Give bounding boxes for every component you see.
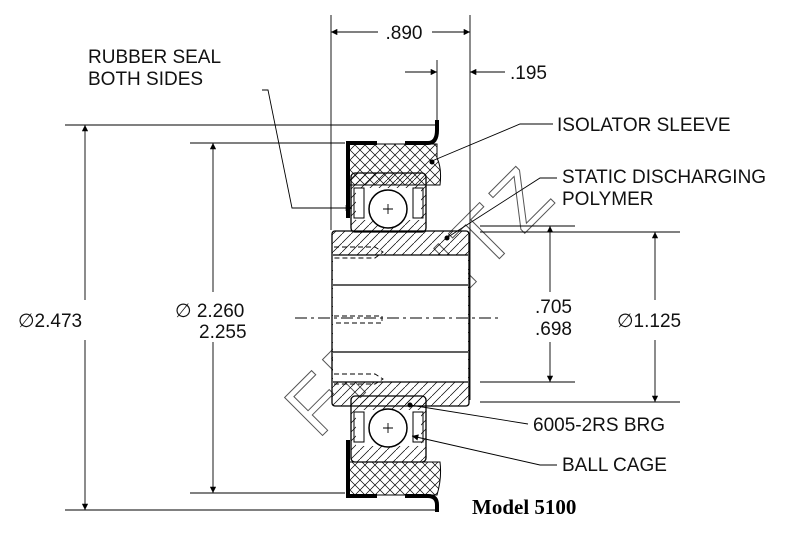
dim-tire-diameter: ∅ 2.260 2.255 [175, 142, 345, 494]
callout-bearing: 6005-2RS BRG [407, 402, 665, 436]
dim-overall-width: .890 [330, 15, 471, 400]
bearing-top [350, 172, 427, 233]
dim-705-label: .705 [535, 297, 572, 318]
isolator-sleeve-outline [346, 120, 439, 218]
static-label-1: STATIC DISCHARGING [562, 167, 766, 188]
ball-cage-label: BALL CAGE [562, 455, 667, 476]
dim-sleeve-diameter: ∅1.125 [480, 231, 681, 403]
dim-195-label: .195 [510, 63, 547, 84]
rubber-seal-label-2: BOTH SIDES [88, 69, 203, 90]
model-label: Model 5100 [472, 495, 576, 519]
dim-698-label: .698 [535, 319, 572, 340]
bearing-bottom [350, 395, 427, 463]
dim-2260-label: ∅ 2.260 [175, 301, 244, 322]
callout-rubber-seal: RUBBER SEAL BOTH SIDES [88, 47, 352, 212]
dim-2473-label: ∅2.473 [18, 311, 82, 332]
isolator-sleeve-outline-bottom [346, 440, 439, 512]
static-label-2: POLYMER [562, 189, 654, 210]
callout-static-polymer: STATIC DISCHARGING POLYMER [444, 167, 766, 241]
bearing-label: 6005-2RS BRG [533, 415, 665, 436]
polymer-sleeve [331, 230, 470, 407]
dim-outer-diameter: ∅2.473 [18, 124, 437, 511]
callout-isolator-sleeve: ISOLATOR SLEEVE [429, 115, 731, 165]
rubber-seal-label-1: RUBBER SEAL [88, 47, 221, 68]
dim-bore: .705 .698 [480, 225, 575, 383]
dim-flange-offset: .195 [405, 60, 547, 120]
dim-1125-label: ∅1.125 [617, 311, 681, 332]
dim-890-label: .890 [386, 23, 423, 44]
callout-ball-cage: BALL CAGE [411, 434, 667, 476]
isolator-sleeve-label: ISOLATOR SLEEVE [557, 115, 731, 136]
dim-2255-label: 2.255 [199, 322, 247, 343]
